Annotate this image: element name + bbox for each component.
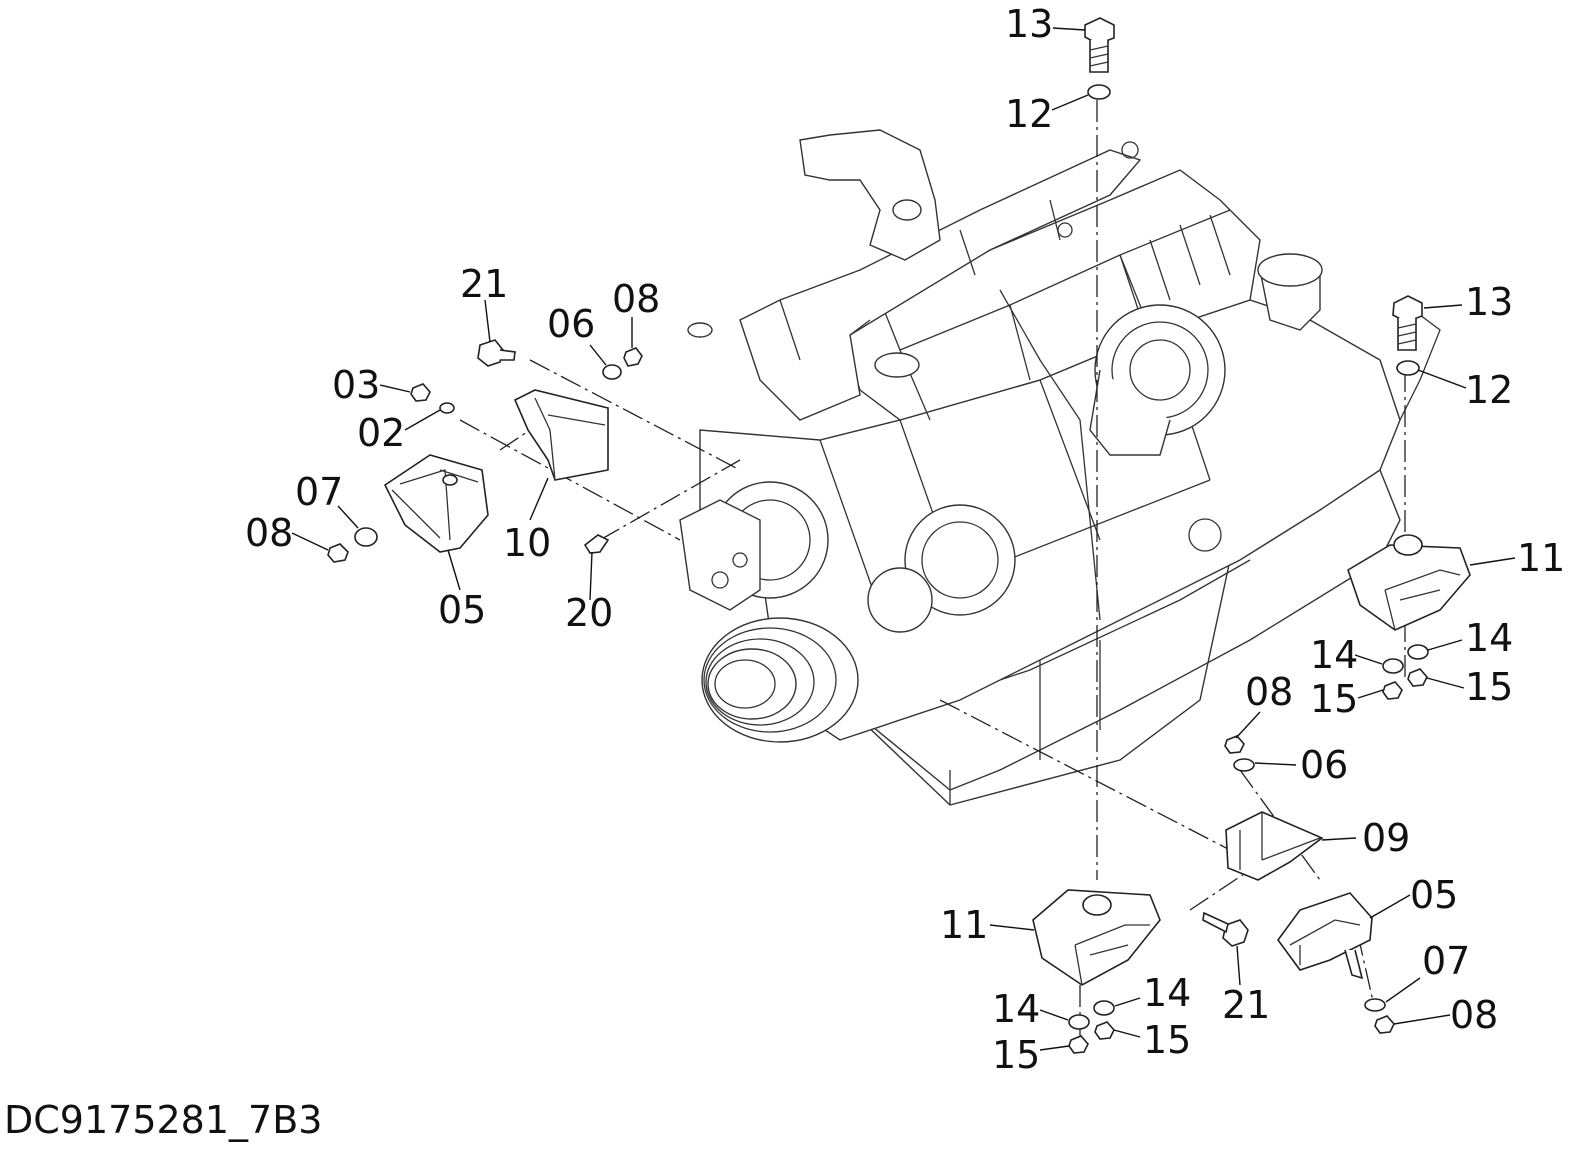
bolt-13-right: [1392, 295, 1423, 351]
callout-07-left: 07: [295, 470, 343, 514]
callout-06-lower: 06: [1300, 743, 1348, 787]
washer-07-lower: [1364, 998, 1386, 1012]
callout-21-left: 21: [460, 262, 508, 306]
mount-11-right: [1347, 534, 1471, 631]
callout-08-top-left: 08: [612, 277, 660, 321]
callout-14-lower-b: 14: [1143, 971, 1191, 1015]
callout-13-right: 13: [1465, 280, 1513, 324]
callout-06-left: 06: [547, 302, 595, 346]
callout-20: 20: [565, 591, 613, 635]
callout-05-right: 05: [1410, 873, 1458, 917]
nut-15-lower-b: [1094, 1021, 1115, 1040]
callout-14-right-a: 14: [1310, 633, 1358, 677]
nut-15-right-a: [1382, 681, 1403, 700]
center-lines: [459, 100, 1406, 1040]
callout-15-right-b: 15: [1465, 665, 1513, 709]
nut-08-bottom: [1374, 1015, 1395, 1034]
callout-labels: 13 12 13 12 21 06 08 03 02 07 08 10 05 2…: [245, 2, 1565, 1077]
washer-12-right: [1396, 360, 1420, 376]
washer-06-left: [602, 364, 622, 380]
callout-12-right: 12: [1465, 368, 1513, 412]
callout-09: 09: [1362, 816, 1410, 860]
callout-15-lower-b: 15: [1143, 1018, 1191, 1062]
washer-02: [439, 402, 455, 414]
nut-15-right-b: [1407, 668, 1428, 687]
callout-21-lower: 21: [1222, 983, 1270, 1027]
washer-14-right-b: [1407, 644, 1429, 660]
callout-08-left: 08: [245, 511, 293, 555]
mount-05-left: [383, 454, 489, 553]
callout-08-bottom: 08: [1450, 993, 1498, 1037]
right-mount-parts: [1084, 17, 1471, 700]
washer-14-right-a: [1382, 658, 1404, 674]
nut-03: [410, 383, 431, 402]
bolt-13-top: [1084, 17, 1115, 73]
callout-11-lower: 11: [940, 903, 988, 947]
sensor-20: [583, 534, 610, 554]
callout-11-right: 11: [1517, 536, 1565, 580]
bracket-10: [513, 389, 609, 481]
callout-10: 10: [503, 521, 551, 565]
callout-15-lower-a: 15: [992, 1033, 1040, 1077]
washer-06-lower: [1233, 758, 1255, 772]
callout-14-lower-a: 14: [992, 987, 1040, 1031]
nut-08-top-left: [623, 347, 643, 367]
bolt-21-lower: [1202, 911, 1249, 947]
callout-03: 03: [332, 363, 380, 407]
washer-12-top: [1087, 84, 1111, 100]
nut-08-lower: [1224, 735, 1245, 754]
washer-07-left: [354, 527, 378, 547]
lower-mount-parts: [1032, 735, 1395, 1054]
callout-15-right-a: 15: [1310, 677, 1358, 721]
nut-15-lower-a: [1068, 1035, 1089, 1054]
callout-07-lower: 07: [1422, 939, 1470, 983]
callout-08-lower: 08: [1245, 670, 1293, 714]
callout-14-right-b: 14: [1465, 616, 1513, 660]
callout-02: 02: [357, 411, 405, 455]
washer-14-lower-a: [1068, 1014, 1090, 1030]
washer-14-lower-b: [1093, 1000, 1115, 1016]
callout-13-top: 13: [1005, 2, 1053, 46]
engine-assembly: [679, 129, 1441, 806]
bolt-21-left: [477, 339, 516, 367]
drawing-code: DC9175281_7B3: [4, 1098, 323, 1142]
leader-lines: [291, 27, 1516, 1051]
mount-11-lower: [1032, 889, 1161, 986]
callout-12-top: 12: [1005, 92, 1053, 136]
left-mount-parts: [327, 339, 643, 563]
nut-08-left: [327, 543, 349, 563]
callout-05-left: 05: [438, 588, 486, 632]
